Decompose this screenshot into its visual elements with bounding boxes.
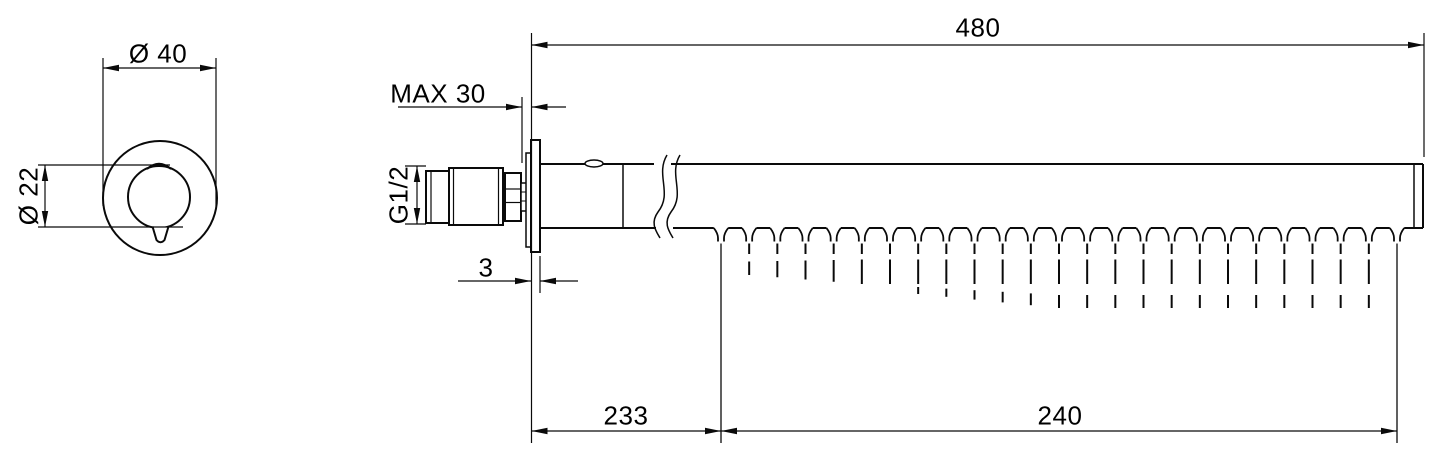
spray-nozzle	[966, 227, 983, 242]
dimension-arrowhead	[1408, 41, 1424, 49]
outline-rect	[448, 167, 504, 226]
outline-path	[151, 226, 170, 244]
dimension-arrowhead	[531, 103, 548, 111]
dimension-arrowhead	[540, 277, 556, 285]
flange-thickness-label: 3	[478, 252, 494, 283]
spray-nozzle	[769, 227, 786, 242]
logo-lens	[584, 159, 604, 168]
spray-nozzle	[1107, 227, 1124, 242]
dimension-arrowhead	[515, 277, 531, 285]
spray-nozzle	[994, 227, 1011, 242]
spray-nozzle	[910, 227, 927, 242]
spray-nozzle	[797, 227, 814, 242]
spray-nozzle	[1220, 227, 1236, 242]
dimension-arrowhead	[1381, 427, 1397, 435]
dimension-arrowhead	[531, 427, 548, 435]
dimension-arrowhead	[705, 427, 721, 435]
outline-rect	[504, 172, 522, 222]
dimension-arrowhead	[41, 165, 49, 181]
spray-nozzle	[825, 227, 842, 242]
spray-nozzle	[1360, 227, 1377, 242]
dimension-arrowhead	[721, 427, 737, 435]
spray-nozzle	[1022, 227, 1039, 242]
body-diameter-label: Ø 22	[13, 166, 44, 226]
spray-length-label: 240	[1037, 400, 1083, 431]
spray-nozzle	[853, 227, 870, 242]
spray-nozzle	[1389, 227, 1405, 242]
outline-path	[666, 154, 681, 239]
spray-nozzle	[1135, 227, 1152, 242]
spray-nozzle	[1051, 227, 1067, 242]
thread-size-label: G1/2	[383, 165, 414, 225]
spray-nozzle	[713, 227, 729, 242]
spray-nozzle	[938, 227, 955, 242]
spray-nozzle	[1332, 227, 1349, 242]
dimension-arrowhead	[413, 166, 421, 182]
spray-nozzle	[1191, 227, 1208, 242]
dimension-arrowhead	[531, 41, 548, 49]
spray-nozzle	[1304, 227, 1321, 242]
spray-nozzle	[1276, 227, 1293, 242]
dimension-arrowhead	[103, 64, 119, 72]
dimension-arrowhead	[413, 208, 421, 224]
dimension-arrowhead	[200, 64, 216, 72]
spray-nozzle	[741, 227, 758, 242]
max-wall-depth-label: MAX 30	[390, 78, 486, 109]
outline-rect	[425, 170, 450, 224]
total-length-label: 480	[955, 12, 1001, 43]
dimension-arrowhead	[41, 211, 49, 227]
nozzle-offset-label: 233	[603, 400, 649, 431]
spray-nozzle	[882, 227, 898, 242]
outline-circle	[127, 165, 191, 229]
outline-rect	[530, 139, 541, 253]
spray-nozzle	[1163, 227, 1180, 242]
flange-diameter-label: Ø 40	[128, 38, 188, 69]
dimension-arrowhead	[506, 103, 522, 111]
outline-path	[146, 162, 172, 170]
spray-nozzle	[1079, 227, 1096, 242]
spray-nozzle	[1248, 227, 1265, 242]
outline-path	[653, 154, 668, 239]
